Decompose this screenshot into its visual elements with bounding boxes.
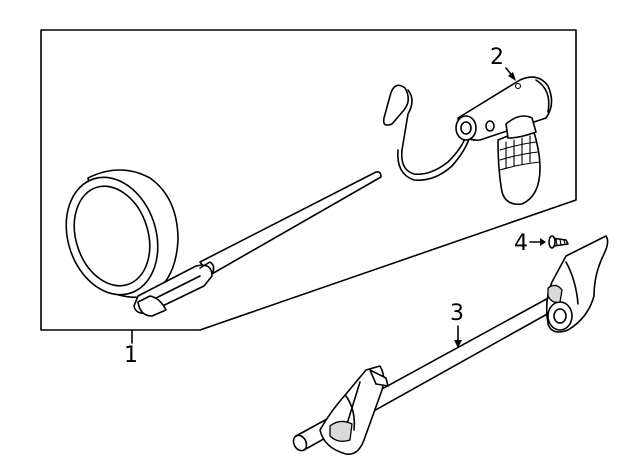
kit-boundary (40, 29, 577, 331)
callout-2: 2 (490, 45, 504, 70)
callout-1: 1 (124, 343, 138, 368)
spotlight-lamp (65, 169, 382, 317)
mount-bracket (292, 235, 609, 456)
callout-4: 4 (514, 231, 528, 256)
screw (548, 235, 569, 249)
callout-3: 3 (450, 301, 464, 326)
remote-handle (382, 76, 553, 206)
